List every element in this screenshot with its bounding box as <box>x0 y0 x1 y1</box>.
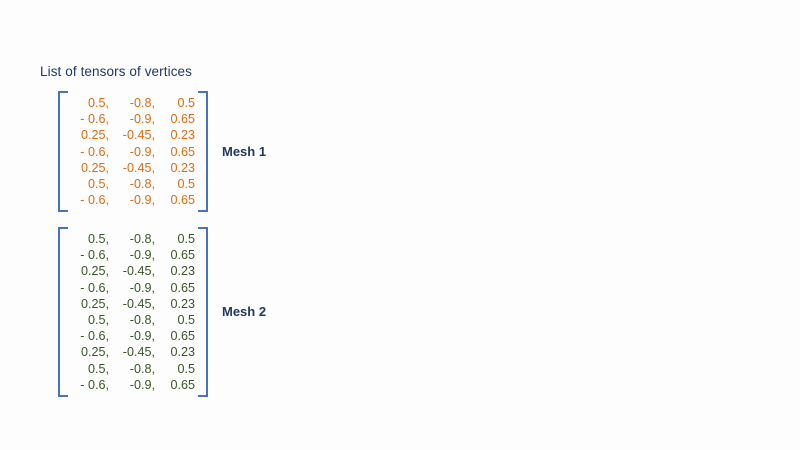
matrix-cell: -0.9, <box>129 377 155 392</box>
matrix-cell: 0.5, <box>87 361 109 376</box>
matrix-cell: - 0.6, <box>80 329 109 344</box>
matrix-row: 0.25, -0.45, 0.23 <box>71 296 195 312</box>
matrix-cell: 0.5 <box>177 176 195 191</box>
matrix-cell: 0.65 <box>170 248 195 263</box>
matrix-row: - 0.6, -0.9, 0.65 <box>71 144 195 160</box>
mesh-label-2: Mesh 2 <box>222 304 267 320</box>
matrix-cell: -0.8, <box>129 232 155 246</box>
matrix-row: 0.25, -0.45, 0.23 <box>71 127 195 143</box>
matrix-cell: -0.9, <box>129 193 155 208</box>
matrix-cell: 0.23 <box>170 345 195 360</box>
matrix-cell: -0.9, <box>129 280 155 295</box>
matrix-cell: -0.45, <box>122 264 155 279</box>
matrix-cell: 0.25, <box>80 128 109 143</box>
matrix-cell: -0.8, <box>129 361 155 376</box>
matrix-cell: 0.5, <box>87 312 109 327</box>
matrix-cell: 0.5 <box>177 361 195 376</box>
matrix-row: 0.5, -0.8, 0.5 <box>71 361 195 377</box>
matrix-cell: -0.45, <box>122 160 155 175</box>
matrix-row: 0.25, -0.45, 0.23 <box>71 344 195 360</box>
matrix-row: - 0.6, -0.9, 0.65 <box>71 328 195 344</box>
matrix-cell: - 0.6, <box>80 193 109 208</box>
matrix-cell: 0.25, <box>80 160 109 175</box>
bracket-right-icon <box>198 91 208 213</box>
matrix-cell: -0.9, <box>129 144 155 159</box>
matrix-cell: 0.65 <box>170 112 195 127</box>
bracket-left-icon <box>58 227 68 397</box>
matrix-cell: 0.65 <box>170 280 195 295</box>
matrix-row: - 0.6, -0.9, 0.65 <box>71 377 195 393</box>
matrix-cell: 0.5, <box>87 232 109 246</box>
page-title: List of tensors of vertices <box>40 64 193 79</box>
matrix-cell: 0.5, <box>87 176 109 191</box>
matrix-cell: 0.65 <box>170 329 195 344</box>
matrix-row: - 0.6, -0.9, 0.65 <box>71 111 195 127</box>
matrix-cell: -0.45, <box>122 345 155 360</box>
matrix-cell: - 0.6, <box>80 112 109 127</box>
bracket-right-icon <box>198 227 208 397</box>
matrix-cell: -0.8, <box>129 96 155 110</box>
matrix-cell: - 0.6, <box>80 280 109 295</box>
matrix-cell: 0.25, <box>80 345 109 360</box>
matrix-cell: -0.8, <box>129 312 155 327</box>
matrix-row: 0.5, -0.8, 0.5 <box>71 95 195 111</box>
matrix-cell: 0.23 <box>170 296 195 311</box>
matrix-cell: -0.9, <box>129 112 155 127</box>
matrix-cell: -0.8, <box>129 176 155 191</box>
matrix-cell: - 0.6, <box>80 377 109 392</box>
matrix-row: 0.25, -0.45, 0.23 <box>71 263 195 279</box>
matrix-cell: - 0.6, <box>80 144 109 159</box>
matrix-row: - 0.6, -0.9, 0.65 <box>71 247 195 263</box>
matrix-cell: -0.45, <box>122 296 155 311</box>
matrix-row: 0.25, -0.45, 0.23 <box>71 160 195 176</box>
matrix-row: - 0.6, -0.9, 0.65 <box>71 192 195 208</box>
matrix-cell: 0.23 <box>170 128 195 143</box>
matrix-cell: 0.5, <box>87 96 109 110</box>
matrix-cell: 0.5 <box>177 232 195 246</box>
matrix-cell: 0.23 <box>170 264 195 279</box>
matrix-row: 0.5, -0.8, 0.5 <box>71 231 195 247</box>
bracket-left-icon <box>58 91 68 213</box>
matrix-cell: 0.5 <box>177 312 195 327</box>
matrix-cell: 0.65 <box>170 377 195 392</box>
matrix-row: 0.5, -0.8, 0.5 <box>71 176 195 192</box>
matrix-cell: -0.9, <box>129 248 155 263</box>
matrix-cell: 0.23 <box>170 160 195 175</box>
matrix-cell: -0.45, <box>122 128 155 143</box>
matrix-cell: 0.65 <box>170 193 195 208</box>
mesh-label-1: Mesh 1 <box>222 144 267 160</box>
matrix-cell: 0.25, <box>80 296 109 311</box>
matrix-cell: - 0.6, <box>80 248 109 263</box>
matrix-cell: -0.9, <box>129 329 155 344</box>
matrix-cell: 0.25, <box>80 264 109 279</box>
matrix-row: 0.5, -0.8, 0.5 <box>71 312 195 328</box>
matrix-row: - 0.6, -0.9, 0.65 <box>71 280 195 296</box>
matrix-cell: 0.65 <box>170 144 195 159</box>
matrix-cell: 0.5 <box>177 96 195 110</box>
